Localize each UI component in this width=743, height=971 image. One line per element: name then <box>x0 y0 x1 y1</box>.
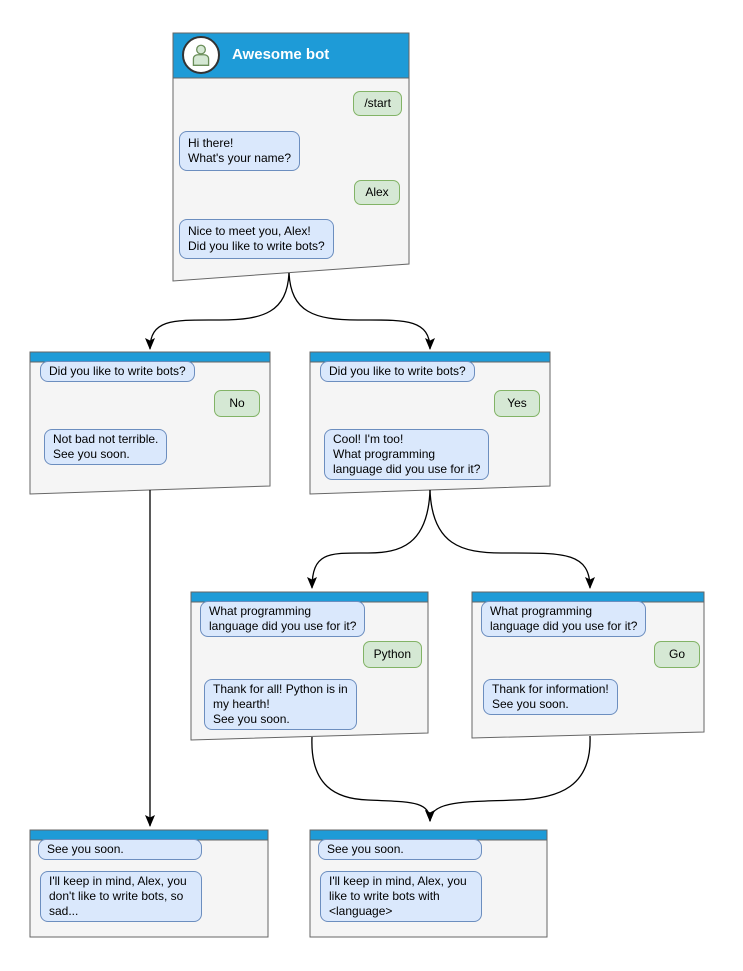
user-message-bubble: Alex <box>354 180 400 205</box>
chat-window-branch-go: What programming language did you use fo… <box>472 592 704 738</box>
bot-message-bubble: See you soon. <box>318 839 482 860</box>
user-message-bubble: /start <box>353 91 402 116</box>
chat-window-branch-no: Did you like to write bots? No Not bad n… <box>30 352 270 494</box>
user-message-bubble: No <box>214 390 260 417</box>
arrow-main-to-yes <box>288 272 435 350</box>
chat-window-end-no: See you soon. I'll keep in mind, Alex, y… <box>30 830 268 937</box>
arrow-yes-to-go <box>429 489 595 589</box>
user-message-bubble: Python <box>362 641 422 668</box>
bot-message-bubble: Thank for information! See you soon. <box>483 679 618 715</box>
user-message-bubble: Yes <box>494 390 540 417</box>
arrow-go-to-end <box>425 735 591 822</box>
bot-message-bubble: Not bad not terrible. See you soon. <box>44 429 168 465</box>
bot-message-bubble: See you soon. <box>38 839 202 860</box>
bot-title: Awesome bot <box>232 46 330 63</box>
chat-window-branch-python: What programming language did you use fo… <box>191 592 428 740</box>
chat-window-end-language: See you soon. I'll keep in mind, Alex, y… <box>310 830 547 937</box>
chat-window-main: Awesome bot /start Hi there! What's your… <box>173 33 409 281</box>
user-message-bubble: Go <box>654 641 700 668</box>
bot-message-bubble: I'll keep in mind, Alex, you like to wri… <box>320 871 482 922</box>
bot-message-bubble: Cool! I'm too! What programming language… <box>324 429 490 480</box>
arrow-yes-to-python <box>307 489 431 589</box>
bot-message-bubble: I'll keep in mind, Alex, you don't like … <box>40 871 202 922</box>
bot-message-bubble: Nice to meet you, Alex! Did you like to … <box>179 219 334 259</box>
chat-window-branch-yes: Did you like to write bots? Yes Cool! I'… <box>310 352 550 494</box>
bot-message-bubble: Hi there! What's your name? <box>179 131 301 171</box>
bot-message-bubble: What programming language did you use fo… <box>200 601 366 637</box>
bot-message-bubble: Thank for all! Python is in my hearth! S… <box>204 679 357 730</box>
arrow-main-to-no <box>145 272 290 350</box>
bot-avatar <box>182 36 220 74</box>
arrow-python-to-end <box>311 736 435 822</box>
bot-message-bubble: Did you like to write bots? <box>40 361 195 382</box>
bot-message-bubble: Did you like to write bots? <box>320 361 475 382</box>
bot-message-bubble: What programming language did you use fo… <box>481 601 647 637</box>
person-icon <box>192 44 210 66</box>
